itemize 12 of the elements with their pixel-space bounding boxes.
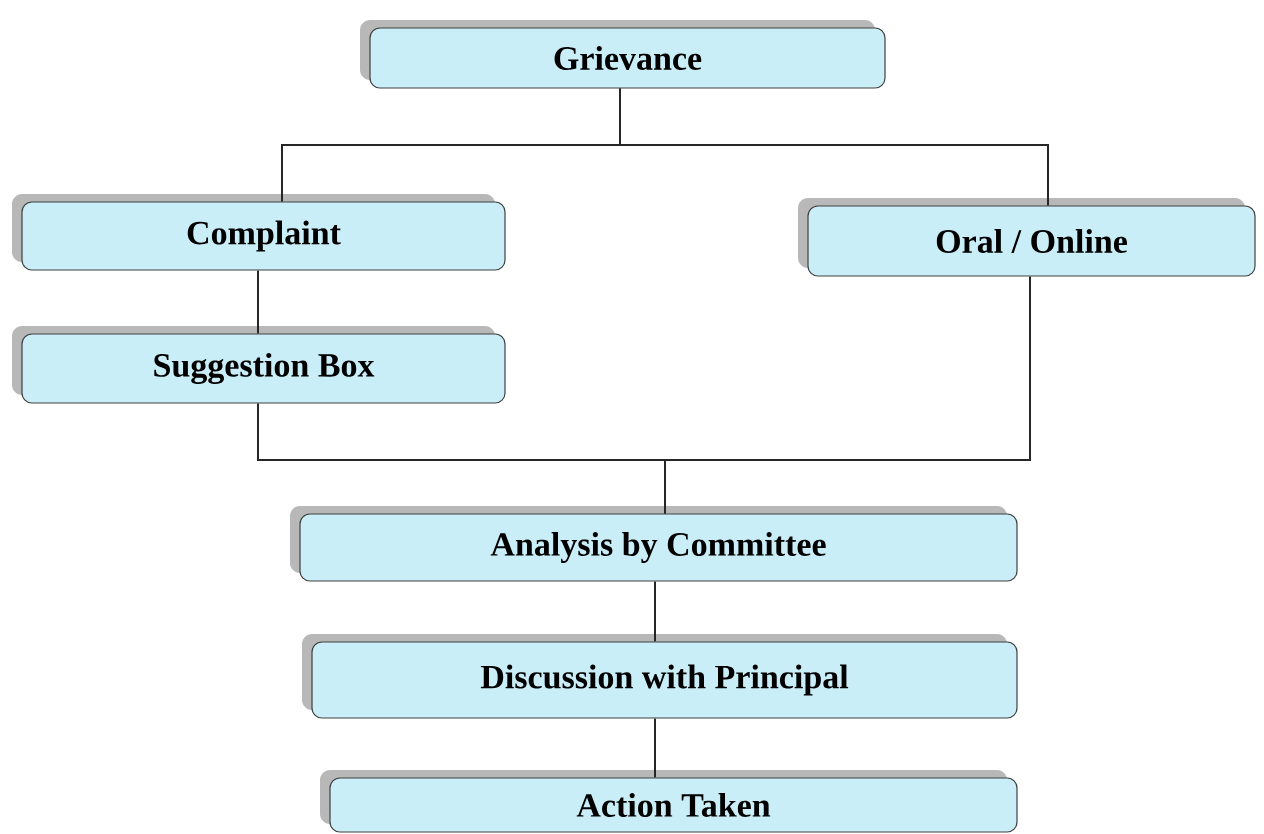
process-box: Complaint — [12, 194, 506, 271]
process-box: Discussion with Principal — [302, 634, 1018, 719]
process-box: Oral / Online — [798, 198, 1256, 277]
process-box: Grievance — [360, 20, 886, 89]
connector-line — [654, 580, 656, 643]
connector-line — [654, 717, 656, 779]
connector-line — [664, 275, 1031, 515]
connector-line — [619, 87, 1049, 207]
connector-line — [257, 269, 259, 335]
process-box: Action Taken — [320, 770, 1018, 833]
process-box: Suggestion Box — [12, 326, 506, 404]
process-box: Analysis by Committee — [290, 506, 1018, 582]
